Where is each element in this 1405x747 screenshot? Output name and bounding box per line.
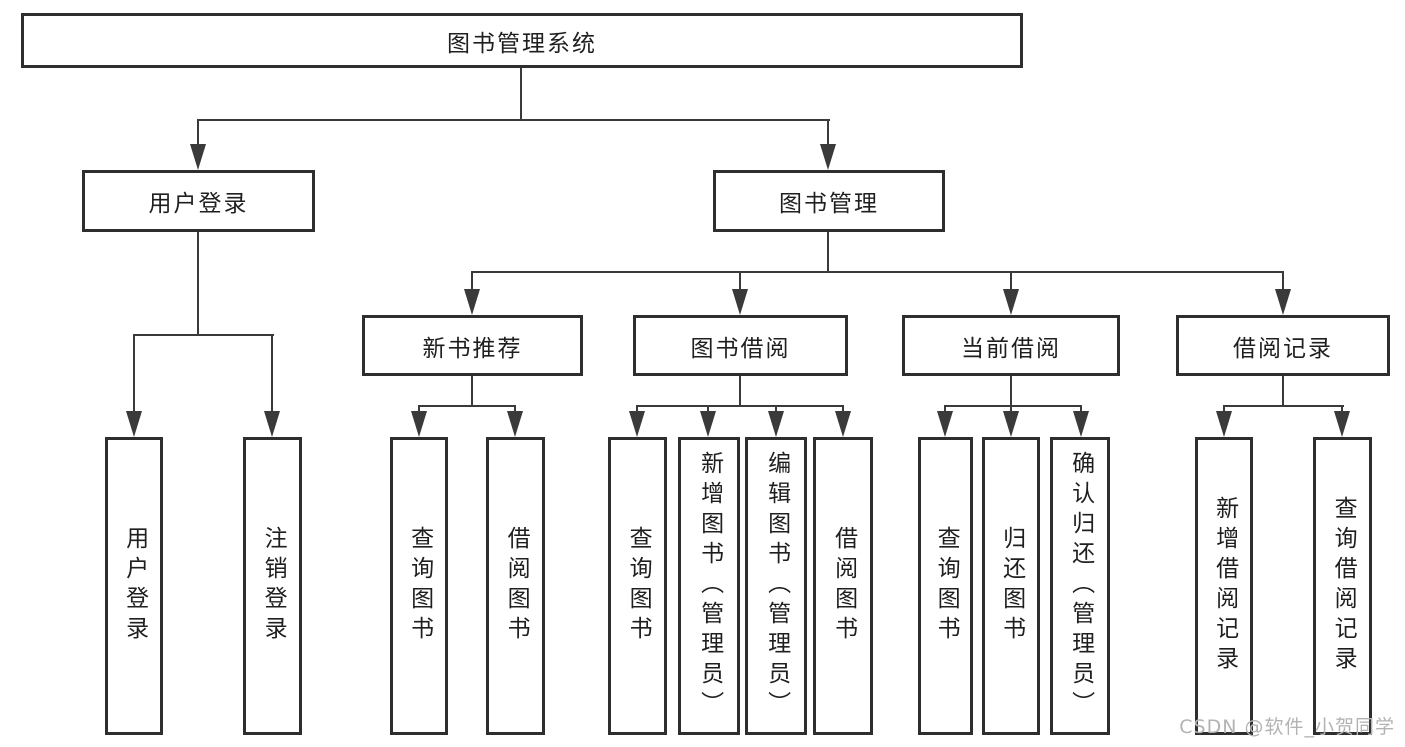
leaf-user-login: 用户登录 [105,437,163,735]
leaf-label: 查询借阅记录 [1330,496,1357,676]
node-borrowing-records: 借阅记录 [1176,315,1390,376]
leaf-label: 借阅图书 [503,526,530,646]
connector-line [418,407,420,412]
connector-line [1223,407,1225,412]
node-new-book-recommendation: 新书推荐 [362,315,583,376]
leaf-confirm-return-admin: 确认归还（管理员） [1050,437,1110,735]
node-library-management-system: 图书管理系统 [21,13,1023,68]
leaf-label: 归还图书 [998,526,1025,646]
leaf-query-books-recommend: 查询图书 [390,437,448,735]
connector-line [944,407,946,412]
node-label: 图书管理系统 [447,30,597,57]
leaf-logout: 注销登录 [243,437,302,735]
arrow-down-icon [732,289,748,315]
node-user-login: 用户登录 [82,170,315,232]
node-label: 当前借阅 [961,335,1061,362]
connector-line [1223,405,1344,407]
connector-line [707,407,709,412]
node-label: 图书借阅 [690,335,791,362]
arrow-down-icon [1216,411,1232,437]
arrow-down-icon [629,411,645,437]
leaf-label: 新增图书（管理员） [696,451,723,721]
arrow-down-icon [1073,411,1089,437]
node-label: 用户登录 [148,191,249,217]
arrow-down-icon [1003,411,1019,437]
leaf-return-books: 归还图书 [982,437,1040,735]
arrow-down-icon [820,144,836,170]
leaf-query-books-borrowing: 查询图书 [608,437,667,735]
connector-line [739,376,741,407]
connector-line [739,273,741,289]
leaf-label: 查询图书 [625,526,652,646]
node-label: 借阅记录 [1233,335,1333,362]
connector-line [1010,407,1012,412]
leaf-label: 借阅图书 [830,526,857,646]
connector-line [520,68,522,121]
leaf-label: 用户登录 [121,526,148,646]
connector-line [197,232,199,336]
connector-line [842,407,844,412]
connector-line [1282,376,1284,407]
leaf-label: 确认归还（管理员） [1067,451,1094,721]
leaf-label: 查询图书 [406,526,433,646]
arrow-down-icon [768,411,784,437]
leaf-label: 新增借阅记录 [1211,496,1238,676]
connector-line [775,407,777,412]
leaf-label: 查询图书 [933,526,960,646]
leaf-add-books-admin: 新增图书（管理员） [678,437,740,735]
node-label: 新书推荐 [422,335,523,362]
arrow-down-icon [264,411,280,437]
connector-line [1010,376,1012,407]
node-book-borrowing: 图书借阅 [633,315,848,376]
connector-line [197,121,199,146]
connector-line [636,405,844,407]
leaf-query-borrow-record: 查询借阅记录 [1313,437,1372,735]
leaf-borrow-books-recommend: 借阅图书 [486,437,545,735]
node-label: 图书管理 [779,191,879,217]
connector-line [827,121,829,146]
connector-line [1010,273,1012,289]
connector-line [1080,407,1082,412]
csdn-watermark: CSDN @软件_小贺同学 [1179,716,1395,738]
connector-line [944,405,1082,407]
connector-line [471,376,473,407]
arrow-down-icon [190,144,206,170]
arrow-down-icon [835,411,851,437]
arrow-down-icon [126,411,142,437]
connector-line [271,336,273,412]
arrow-down-icon [507,411,523,437]
connector-line [133,334,274,336]
connector-line [827,232,829,273]
leaf-add-borrow-record: 新增借阅记录 [1195,437,1253,735]
arrow-down-icon [411,411,427,437]
connector-line [1282,273,1284,289]
leaf-edit-books-admin: 编辑图书（管理员） [745,437,807,735]
node-book-management: 图书管理 [713,170,945,232]
connector-line [514,407,516,412]
leaf-label: 编辑图书（管理员） [763,451,790,721]
leaf-borrow-books: 借阅图书 [813,437,873,735]
arrow-down-icon [1334,411,1350,437]
connector-line [197,119,830,121]
node-current-borrowing: 当前借阅 [902,315,1120,376]
arrow-down-icon [464,289,480,315]
connector-line [636,407,638,412]
arrow-down-icon [1003,289,1019,315]
leaf-label: 注销登录 [260,526,287,646]
arrow-down-icon [937,411,953,437]
connector-line [133,336,135,412]
connector-line [471,271,1284,273]
connector-line [471,273,473,289]
connector-line [418,405,516,407]
connector-line [1341,407,1343,412]
leaf-query-books-current: 查询图书 [918,437,973,735]
arrow-down-icon [1275,289,1291,315]
arrow-down-icon [700,411,716,437]
